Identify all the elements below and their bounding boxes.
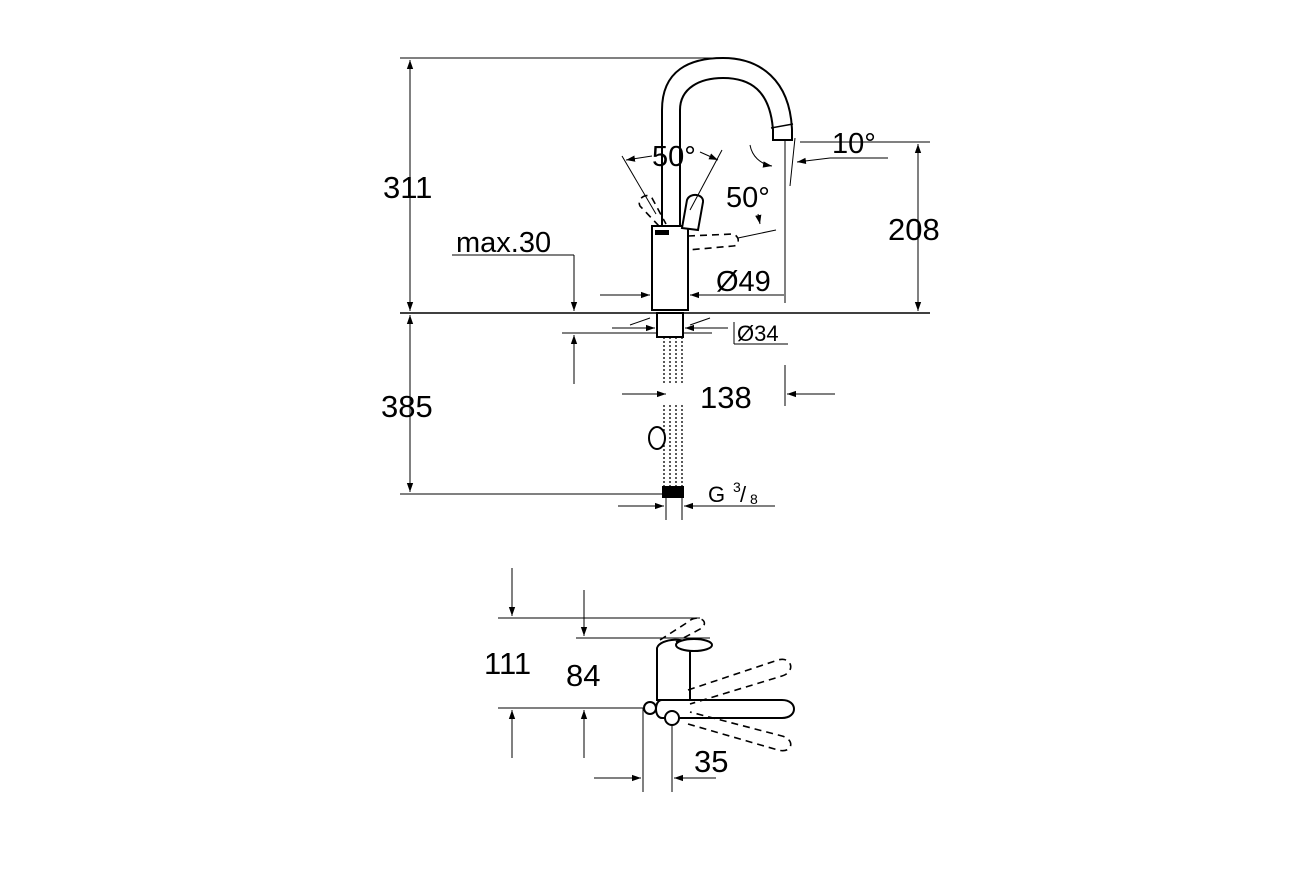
dim-35-label: 35: [694, 744, 728, 779]
g38-numerator: 3: [733, 479, 741, 495]
g38-slash: /: [740, 482, 747, 507]
lever-position-front: [687, 233, 740, 251]
angle-side-arrow: [755, 213, 762, 225]
hose-fitting: [662, 486, 684, 498]
d34-hatch-left: [629, 317, 651, 326]
brand-mark: [655, 230, 669, 235]
lever-position-back: [638, 194, 667, 227]
top-view: 111 84 35: [484, 568, 795, 792]
g38-denominator: 8: [750, 491, 758, 507]
top-view-lever-ring: [675, 638, 713, 652]
aerator-line: [770, 123, 794, 129]
swivel-arrow: [796, 157, 831, 165]
top-view-aerator: [664, 710, 680, 726]
d34-label: Ø34: [737, 321, 779, 346]
dim-111-label: 111: [484, 646, 531, 681]
swivel-tilt: [789, 137, 796, 187]
dim-385-label: 385: [381, 389, 433, 424]
d49-label: Ø49: [716, 266, 771, 298]
angle-side-label: 50°: [726, 182, 770, 214]
dim-311-label: 311: [383, 170, 432, 205]
angle-front-arrow-left: [625, 155, 653, 162]
angle-front-label: 50°: [652, 141, 696, 173]
hose-clip: [648, 426, 666, 450]
swivel-angle-label: 10°: [832, 128, 876, 160]
side-view: 311 385 208 10° 50° 50° max.30: [381, 56, 940, 520]
valve-body: [651, 225, 689, 311]
d34-hatch-right: [689, 317, 711, 326]
dim-84-label: 84: [566, 658, 600, 693]
top-view-spout-down: [687, 711, 792, 752]
max30-label: max.30: [456, 227, 551, 259]
angle-front-arrow-right: [699, 151, 719, 161]
angle-front-right-line: [689, 149, 723, 211]
angle-side-line: [737, 229, 777, 239]
dim-138-label: 138: [700, 380, 752, 415]
g38-base: G: [708, 482, 725, 507]
swivel-arc: [749, 144, 773, 168]
spout: [661, 56, 793, 229]
angle-front-left-line: [621, 155, 657, 215]
mounting-nut: [656, 312, 684, 338]
top-view-pivot: [643, 701, 657, 715]
top-view-spout-up: [687, 658, 792, 705]
dim-208-label: 208: [888, 212, 940, 247]
lever: [680, 194, 704, 232]
